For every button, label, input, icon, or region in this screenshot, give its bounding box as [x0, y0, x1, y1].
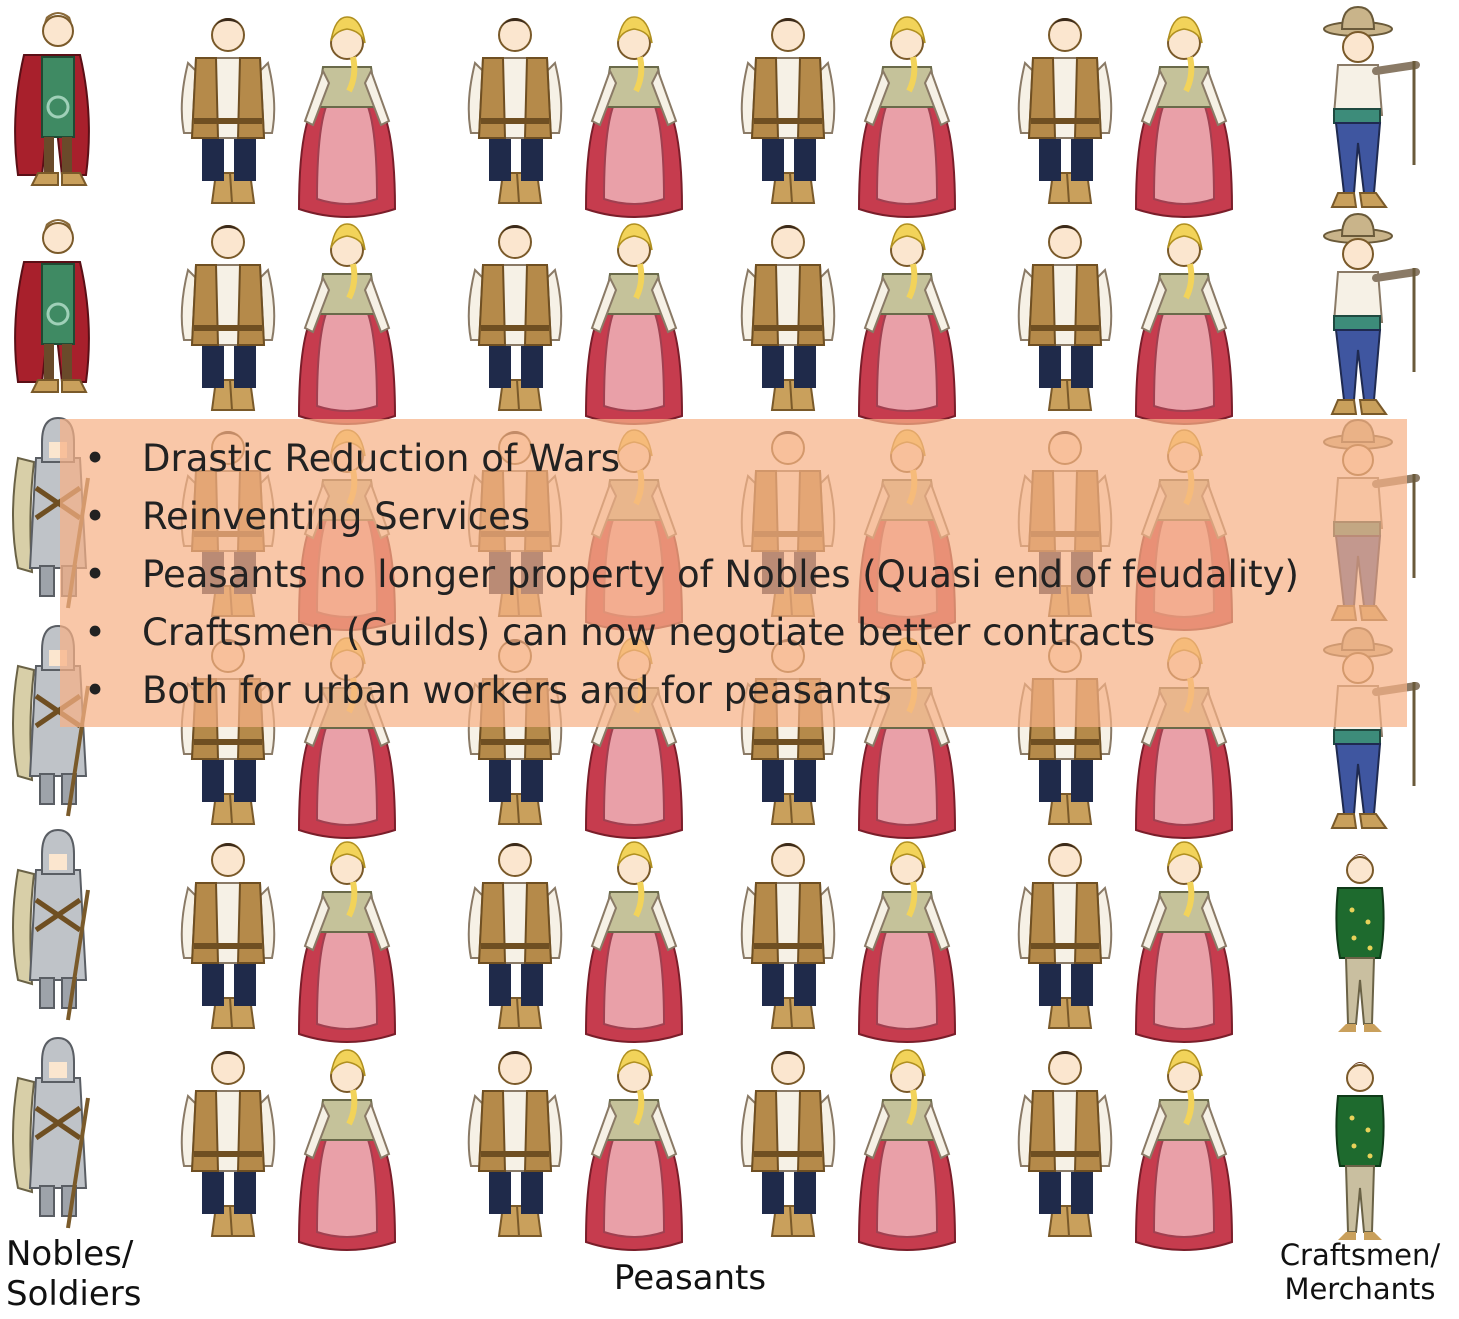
noble-icon [13, 10, 91, 187]
craftsmen-merchants-label: Craftsmen/ Merchants [1262, 1238, 1458, 1306]
peasant-woman-icon [586, 842, 682, 1042]
peasant-man-icon [467, 1050, 563, 1237]
bullet-item: • Craftsmen (Guilds) can now negotiate be… [80, 604, 1299, 662]
peasant-woman-icon [859, 842, 955, 1042]
knight-icon [13, 830, 88, 1020]
bullet-item: • Peasants no longer property of Nobles (… [80, 546, 1299, 604]
bullet-text: Drastic Reduction of Wars [142, 437, 621, 480]
peasant-man-icon [740, 842, 836, 1029]
bullet-item: • Reinventing Services [80, 488, 1299, 546]
peasant-woman-icon [299, 17, 395, 217]
peasant-man-icon [1017, 842, 1113, 1029]
peasant-man-icon [180, 1050, 276, 1237]
peasant-man-icon [180, 842, 276, 1029]
bullet-text: Craftsmen (Guilds) can now negotiate bet… [142, 611, 1156, 654]
nobles-soldiers-label: Nobles/ Soldiers [0, 1234, 156, 1314]
craftsman-icon [1324, 7, 1416, 207]
craftsmen-label-line2: Merchants [1284, 1272, 1436, 1306]
bullet-text: Reinventing Services [142, 495, 531, 538]
knight-icon [13, 1038, 88, 1228]
peasant-woman-icon [1136, 1050, 1232, 1250]
nobles-label-line2: Soldiers [6, 1274, 142, 1314]
bullet-text: Peasants no longer property of Nobles (Q… [142, 553, 1299, 596]
peasant-man-icon [1017, 17, 1113, 204]
bullet-dot-icon: • [84, 669, 106, 712]
peasant-man-icon [1017, 1050, 1113, 1237]
peasant-man-icon [467, 224, 563, 411]
merchant-icon [1335, 853, 1385, 1033]
peasant-man-icon [180, 17, 276, 204]
bullet-text: Both for urban workers and for peasants [142, 669, 892, 712]
peasant-woman-icon [859, 224, 955, 424]
bullet-item: • Drastic Reduction of Wars [80, 430, 1299, 488]
peasants-label: Peasants [613, 1258, 767, 1298]
peasant-woman-icon [586, 1050, 682, 1250]
peasant-woman-icon [299, 842, 395, 1042]
bullet-list: • Drastic Reduction of Wars • Reinventing … [80, 430, 1299, 720]
bullet-dot-icon: • [84, 611, 106, 654]
merchant-icon [1335, 1061, 1385, 1241]
peasant-woman-icon [1136, 17, 1232, 217]
peasant-man-icon [740, 224, 836, 411]
peasant-man-icon [467, 842, 563, 1029]
peasant-woman-icon [1136, 842, 1232, 1042]
summary-overlay-panel [60, 419, 1407, 727]
bullet-item: • Both for urban workers and for peasants [80, 662, 1299, 720]
peasant-man-icon [740, 1050, 836, 1237]
peasant-woman-icon [1136, 224, 1232, 424]
peasant-woman-icon [859, 17, 955, 217]
craftsman-icon [1324, 214, 1416, 414]
peasant-man-icon [180, 224, 276, 411]
peasant-woman-icon [586, 17, 682, 217]
nobles-label-line1: Nobles/ [6, 1234, 134, 1274]
craftsmen-label-line1: Craftsmen/ [1279, 1238, 1441, 1272]
noble-icon [13, 217, 91, 394]
peasant-woman-icon [299, 1050, 395, 1250]
peasant-woman-icon [299, 224, 395, 424]
peasant-woman-icon [859, 1050, 955, 1250]
peasant-man-icon [467, 17, 563, 204]
bullet-dot-icon: • [84, 437, 106, 480]
bullet-dot-icon: • [84, 495, 106, 538]
peasant-man-icon [1017, 224, 1113, 411]
bullet-dot-icon: • [84, 553, 106, 596]
peasant-man-icon [740, 17, 836, 204]
peasant-woman-icon [586, 224, 682, 424]
